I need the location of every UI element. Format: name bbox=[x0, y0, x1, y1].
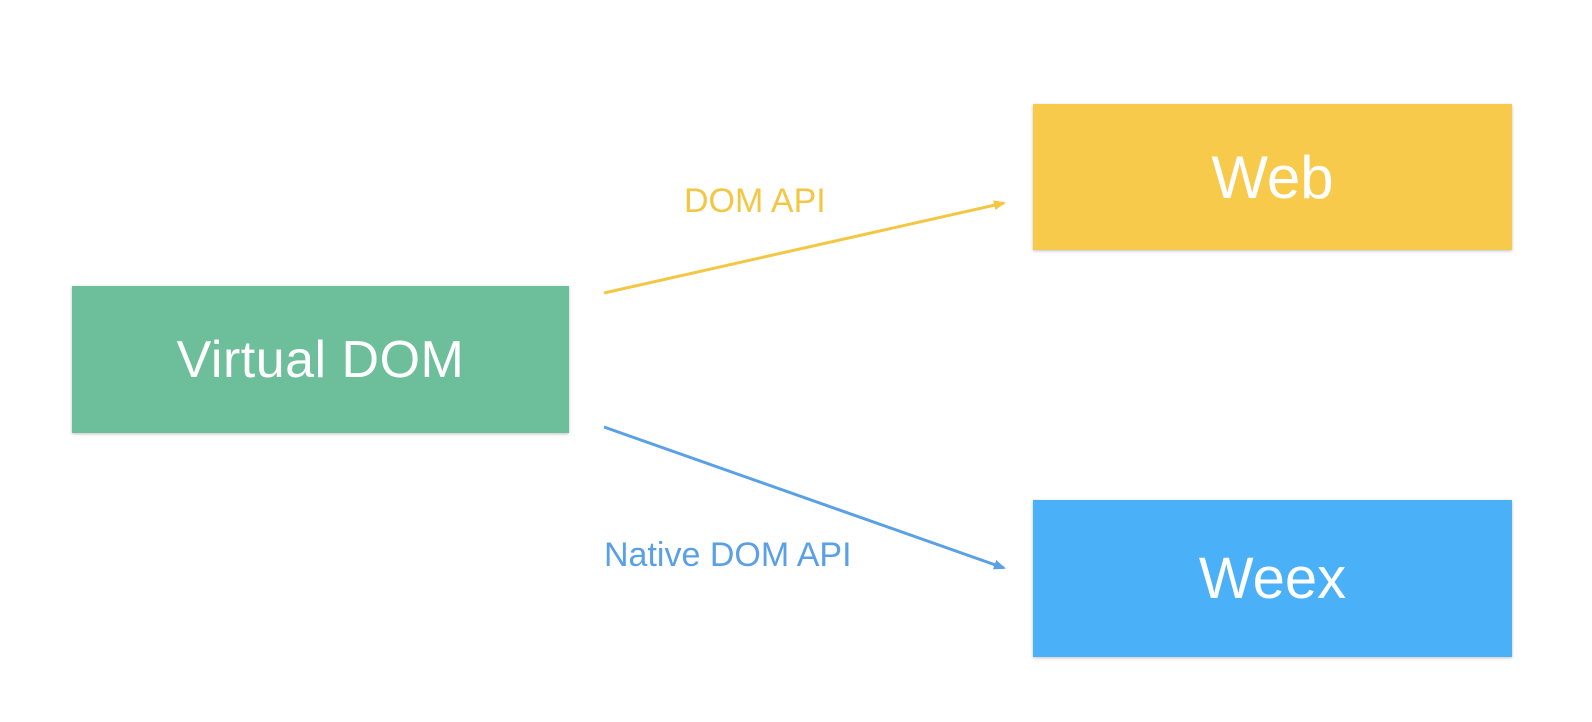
weex-node: Weex bbox=[1033, 500, 1512, 657]
arrow-native-dom-api bbox=[603, 425, 1006, 570]
native-dom-api-label: Native DOM API bbox=[604, 536, 852, 574]
arrow-dom-api bbox=[603, 200, 1006, 295]
dom-api-label: DOM API bbox=[684, 182, 826, 220]
weex-label: Weex bbox=[1198, 546, 1347, 611]
virtual-dom-label: Virtual DOM bbox=[176, 330, 465, 389]
virtual-dom-node: Virtual DOM bbox=[72, 286, 569, 433]
web-label: Web bbox=[1211, 143, 1334, 211]
web-node: Web bbox=[1033, 104, 1512, 250]
